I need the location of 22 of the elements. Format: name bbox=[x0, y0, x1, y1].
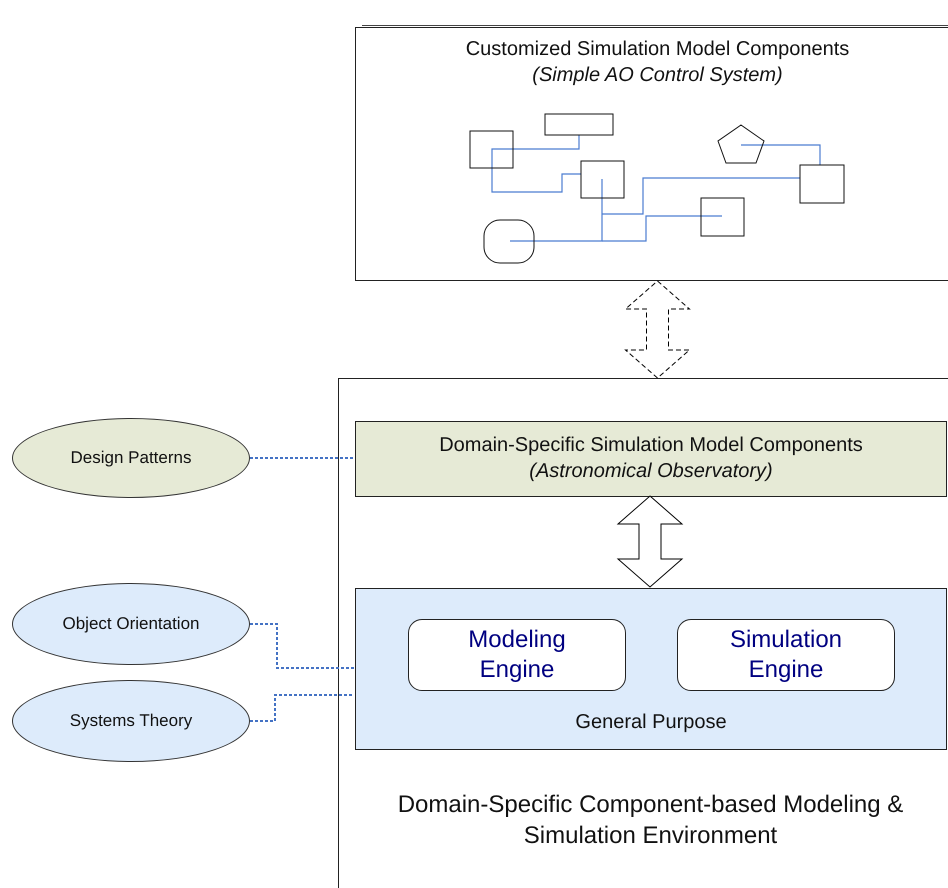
engine-label: Modeling Engine bbox=[467, 625, 567, 685]
layer-box bbox=[338, 378, 948, 888]
box-subtitle: (Astronomical Observatory) bbox=[529, 460, 773, 482]
box-title: Domain-Specific Component-based Modeling & Simulation Environment bbox=[398, 791, 904, 850]
component-box bbox=[355, 421, 947, 497]
box-title: Domain-Specific Simulation Model Components bbox=[439, 434, 863, 456]
connector-line bbox=[250, 457, 354, 459]
concept-label: Systems Theory bbox=[70, 711, 192, 731]
box-subtitle: (Simple AO Control System) bbox=[532, 64, 783, 86]
box-title: Customized Simulation Model Components bbox=[466, 38, 850, 60]
component-box bbox=[355, 588, 947, 750]
box-title: General Purpose bbox=[575, 711, 727, 733]
concept-label: Design Patterns bbox=[70, 448, 192, 468]
engine-label: Simulation Engine bbox=[728, 625, 844, 685]
connector-line bbox=[250, 694, 354, 722]
concept-label: Object Orientation bbox=[62, 614, 200, 634]
engine-box bbox=[408, 619, 626, 691]
connector-line bbox=[250, 623, 354, 669]
layer-box bbox=[355, 27, 948, 281]
double-arrow bbox=[624, 280, 691, 379]
engine-box bbox=[677, 619, 895, 691]
double-arrow bbox=[616, 495, 684, 588]
